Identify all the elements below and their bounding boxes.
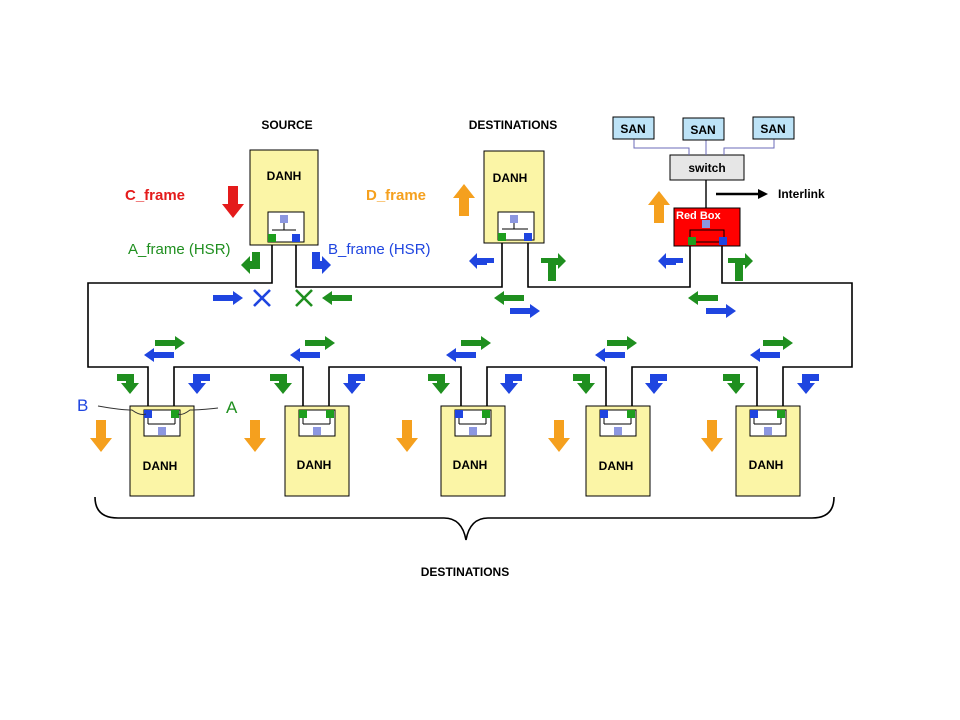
dest-a-in-arrow: [541, 253, 566, 281]
switch-group: switch SAN SAN SAN: [612, 116, 795, 208]
bottom-node-4: DANH: [548, 374, 667, 497]
node-label: DANH: [143, 459, 178, 473]
c-frame-arrow: [222, 186, 244, 218]
red-box-up-arrow: [648, 191, 670, 223]
source-node: DANH: [249, 149, 319, 246]
destinations-title-bottom: DESTINATIONS: [421, 565, 509, 579]
port-b: [292, 234, 300, 242]
san-label: SAN: [620, 122, 645, 136]
port-a: [268, 234, 276, 242]
ring-lines: [87, 238, 853, 411]
bottom-node-3: DANH: [396, 374, 522, 497]
san-label: SAN: [760, 122, 785, 136]
port-a-label: A: [226, 398, 238, 417]
link-arrows-bottom: [144, 336, 793, 362]
link-arrows-top: [494, 291, 736, 318]
interlink-label: Interlink: [778, 187, 825, 201]
node-label: DANH: [749, 458, 784, 472]
destination-node-top: DANH: [483, 150, 545, 244]
red-box: Red Box: [673, 207, 741, 247]
a-out-arrow: [241, 252, 260, 274]
blocked-frames: [213, 289, 352, 307]
redbox-a-in-arrow: [728, 253, 753, 281]
bottom-node-1: DANH: [90, 374, 210, 497]
port-callouts: B A: [77, 396, 238, 417]
d-frame-label: D_frame: [366, 187, 426, 204]
san-label: SAN: [690, 123, 715, 137]
c-frame-label: C_frame: [125, 187, 185, 204]
destinations-title-top: DESTINATIONS: [469, 118, 557, 132]
switch-label: switch: [688, 161, 725, 175]
node-label: DANH: [297, 458, 332, 472]
node-label: DANH: [267, 169, 302, 183]
source-title: SOURCE: [261, 118, 312, 132]
d-frame-arrow: [453, 184, 475, 216]
port-b-label: B: [77, 396, 88, 415]
a-frame-label: A_frame (HSR): [128, 241, 231, 258]
interlink-arrow: Interlink: [716, 187, 825, 201]
red-box-label: Red Box: [676, 210, 722, 222]
b-frame-label: B_frame (HSR): [328, 241, 431, 258]
node-label: DANH: [493, 171, 528, 185]
bottom-node-5: DANH: [701, 374, 819, 497]
bottom-node-2: DANH: [244, 374, 365, 497]
destinations-brace: [94, 496, 835, 541]
node-label: DANH: [599, 459, 634, 473]
redbox-b-in-arrow: [658, 253, 683, 281]
node-label: DANH: [453, 458, 488, 472]
